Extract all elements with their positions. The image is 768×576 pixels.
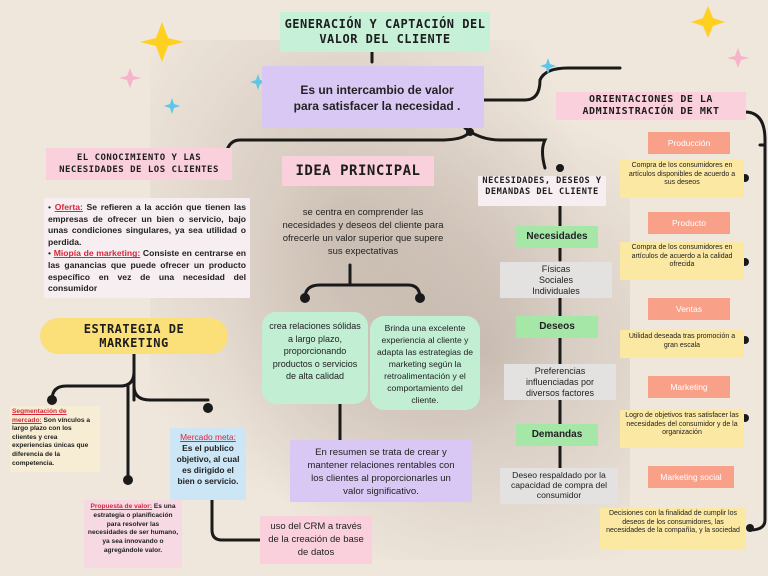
intro-box: Es un intercambio de valor para satisfac… xyxy=(262,66,484,128)
deseos-desc: Preferencias influenciadas por diversos … xyxy=(504,364,616,400)
orientacion-desc-marketing: Logro de objetivos tras satisfacer las n… xyxy=(620,410,744,448)
mercado-box: Mercado meta: Es el publico objetivo, al… xyxy=(170,428,246,500)
oferta-text: Se refieren a la acción que tienen las e… xyxy=(48,202,246,247)
orientaciones-heading: ORIENTACIONES DE LA ADMINISTRACIÓN DE MK… xyxy=(556,92,746,120)
orientacion-desc-ventas: Utilidad deseada tras promoción a gran e… xyxy=(620,330,744,358)
main-title-line1: GENERACIÓN Y CAPTACIÓN DEL xyxy=(284,17,486,31)
miopia-text: Consiste en centrarse en las ganancias q… xyxy=(48,248,246,294)
orientacion-label-producto: Producto xyxy=(648,212,730,234)
demandas-label: Demandas xyxy=(516,424,598,446)
orientacion-desc-marketing-social: Decisiones con la finalidad de cumplir l… xyxy=(600,508,746,550)
miopia-definition: • Miopía de marketing: Consiste en centr… xyxy=(48,248,246,294)
sparkle-icon xyxy=(140,22,184,62)
segmentacion-text: Son vínculos a largo plazo con los clien… xyxy=(12,416,91,467)
orientacion-label-produccion: Producción xyxy=(648,132,730,154)
orientacion-desc-producto: Compra de los consumidores en artículos … xyxy=(620,242,744,280)
segmentacion-box: Segmentación de mercado: Son vínculos a … xyxy=(10,406,100,472)
propuesta-text: Es una estrategia o planificación para r… xyxy=(87,503,179,554)
necesidades-desc: Físicas Sociales Individuales xyxy=(500,262,612,298)
mercado-term: Mercado meta: xyxy=(180,432,236,442)
main-title: GENERACIÓN Y CAPTACIÓN DEL VALOR DEL CLI… xyxy=(280,12,490,52)
conocimiento-definitions: • Oferta: Se refieren a la acción que ti… xyxy=(44,198,250,298)
deseos-label: Deseos xyxy=(516,316,598,338)
conocimiento-heading: EL CONOCIMIENTO Y LAS NECESIDADES DE LOS… xyxy=(46,148,232,180)
summary-box: En resumen se trata de crear y mantener … xyxy=(290,440,472,502)
orientacion-label-ventas: Ventas xyxy=(648,298,730,320)
propuesta-box: Propuesta de valor: Es una estrategia o … xyxy=(84,500,182,568)
idea-text: se centra en comprender las necesidades … xyxy=(282,207,444,257)
segmentacion-term: Segmentación de mercado: xyxy=(12,408,67,424)
oferta-term: Oferta: xyxy=(54,202,83,212)
orientacion-desc-produccion: Compra de los consumidores en artículos … xyxy=(620,160,744,198)
demandas-desc: Deseo respaldado por la capacidad de com… xyxy=(500,468,618,504)
estrategia-heading: ESTRATEGIA DE MARKETING xyxy=(40,318,228,354)
idea-heading: IDEA PRINCIPAL xyxy=(282,156,434,186)
mercado-text: Es el publico objetivo, al cual es dirig… xyxy=(176,443,240,486)
main-title-line2: VALOR DEL CLIENTE xyxy=(319,32,451,46)
idea-left: crea relaciones sólidas a largo plazo, p… xyxy=(262,312,368,404)
necesidades-heading: NECESIDADES, DESEOS Y DEMANDAS DEL CLIEN… xyxy=(478,176,606,206)
idea-right: Brinda una excelente experiencia al clie… xyxy=(370,316,480,410)
oferta-definition: • Oferta: Se refieren a la acción que ti… xyxy=(48,202,246,247)
orientacion-label-marketing: Marketing xyxy=(648,376,730,398)
necesidades-label: Necesidades xyxy=(516,226,598,248)
crm-box: uso del CRM a través de la creación de b… xyxy=(260,516,372,564)
miopia-term: Miopía de marketing: xyxy=(53,248,141,259)
orientacion-label-marketing-social: Marketing social xyxy=(648,466,734,488)
propuesta-term: Propuesta de valor: xyxy=(90,503,153,510)
